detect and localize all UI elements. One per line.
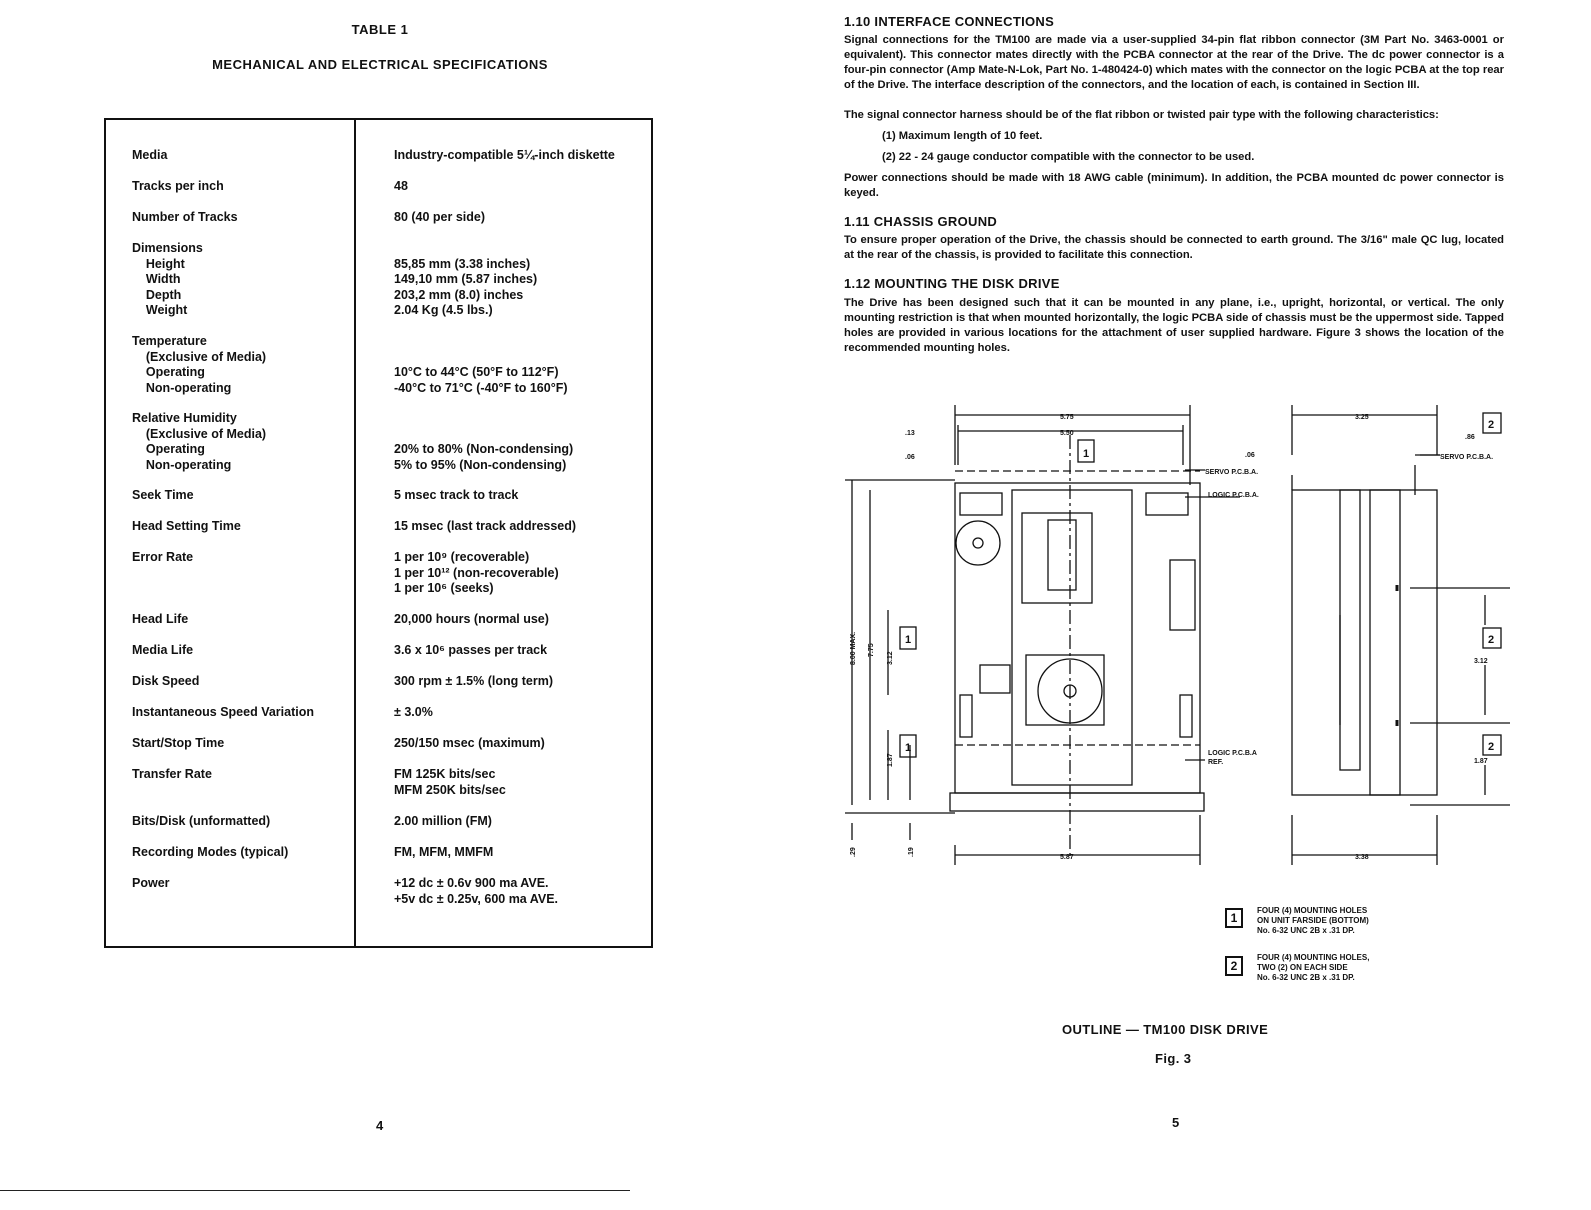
spec-label: Seek Time <box>132 488 194 502</box>
section-1-11-heading: 1.11 CHASSIS GROUND <box>844 214 998 229</box>
note-2-text: FOUR (4) MOUNTING HOLES, TWO (2) ON EACH… <box>1257 953 1370 982</box>
spec-label: Transfer Rate <box>132 767 212 781</box>
spec-value: 250/150 msec (maximum) <box>394 736 545 750</box>
spec-value: FM 125K bits/sec MFM 250K bits/sec <box>394 767 506 797</box>
spec-label: Error Rate <box>132 550 194 564</box>
spec-value: 85,85 mm (3.38 inches) 149,10 mm (5.87 i… <box>394 256 538 318</box>
spec-label: Recording Modes (typical) <box>132 845 289 859</box>
dim-19: .19 <box>908 847 915 857</box>
servo-pcba-label: SERVO P.C.B.A. <box>1205 469 1258 476</box>
spec-label: Disk Speed <box>132 674 200 688</box>
spec-value: 20% to 80% (Non-condensing) 5% to 95% (N… <box>394 442 574 472</box>
spec-label: Temperature (Exclusive of Media) Operati… <box>132 334 267 395</box>
mark-2-top <box>1482 412 1502 434</box>
table-title: TABLE 1 <box>351 22 409 37</box>
section-1-10-paragraph-1: Signal connections for the TM100 are mad… <box>844 34 1504 91</box>
spec-label: Dimensions Height Width Depth Weight <box>132 241 203 317</box>
dim-775: 7.75 <box>868 643 875 657</box>
section-1-10-paragraph-2: The signal connector harness should be o… <box>844 109 1439 121</box>
figure-caption: OUTLINE — TM100 DISK DRIVE <box>1062 1022 1269 1037</box>
mark-2-low <box>1482 734 1502 756</box>
dim-550: 5.50 <box>1060 430 1074 437</box>
page-number-right: 5 <box>1172 1115 1180 1130</box>
mark-1-top-label: 1 <box>1083 448 1089 460</box>
spec-label: Relative Humidity (Exclusive of Media) O… <box>132 411 267 472</box>
spec-value: ± 3.0% <box>394 705 433 719</box>
dim-86: .86 <box>1465 434 1475 441</box>
figure-number: Fig. 3 <box>1155 1051 1192 1066</box>
spec-table <box>104 118 653 948</box>
spec-label: Bits/Disk (unformatted) <box>132 814 271 828</box>
spec-value: 15 msec (last track addressed) <box>394 519 577 533</box>
section-1-12-paragraph: The Drive has been designed such that it… <box>844 297 1504 354</box>
dim-338: 3.38 <box>1355 854 1369 861</box>
mark-2-low-label: 2 <box>1488 741 1494 753</box>
dim-312: 3.12 <box>887 651 894 665</box>
mark-1-top <box>1077 439 1095 463</box>
section-1-10-heading: 1.10 INTERFACE CONNECTIONS <box>844 14 1055 29</box>
dim-325: 3.25 <box>1355 414 1369 421</box>
dim-587: 5.87 <box>1060 854 1074 861</box>
spec-label: Start/Stop Time <box>132 736 225 750</box>
spec-label: Power <box>132 876 170 890</box>
spec-label: Number of Tracks <box>132 210 238 224</box>
spec-value: 5 msec track to track <box>394 488 519 502</box>
spec-label: Head Life <box>132 612 189 626</box>
note-2-marker: 2 <box>1225 956 1243 976</box>
mark-2-top-label: 2 <box>1488 419 1494 431</box>
dim-13: .13 <box>905 430 915 437</box>
section-1-12-heading: 1.12 MOUNTING THE DISK DRIVE <box>844 276 1060 291</box>
dim-575: 5.75 <box>1060 414 1074 421</box>
logic-pcba-label: LOGIC P.C.B.A. <box>1208 492 1259 499</box>
spec-label: Instantaneous Speed Variation <box>132 705 314 719</box>
page-number-left: 4 <box>376 1118 384 1133</box>
spec-value: 10°C to 44°C (50°F to 112°F) -40°C to 71… <box>394 365 568 395</box>
section-1-10-paragraph-3: Power connections should be made with 18… <box>844 172 1504 199</box>
dim-29: .29 <box>850 847 857 857</box>
side-view-outline <box>1291 489 1438 796</box>
spec-value: 48 <box>394 179 408 193</box>
dim-187: 1.87 <box>887 753 894 767</box>
spec-value: 1 per 10⁹ (recoverable) 1 per 10¹² (non-… <box>394 550 559 595</box>
spec-value: 2.00 million (FM) <box>394 814 492 828</box>
mark-1-left-label: 1 <box>905 634 911 646</box>
mark-2-mid-label: 2 <box>1488 634 1494 646</box>
dim-06: .06 <box>905 454 915 461</box>
spec-value: Industry-compatible 5¼-inch diskette <box>394 148 615 162</box>
section-1-11-paragraph: To ensure proper operation of the Drive,… <box>844 234 1504 261</box>
mark-2-mid <box>1482 627 1502 649</box>
front-view-outline <box>954 482 1201 794</box>
mark-1-left <box>899 626 917 650</box>
spec-label: Head Setting Time <box>132 519 241 533</box>
table-subtitle: MECHANICAL AND ELECTRICAL SPECIFICATIONS <box>212 57 548 72</box>
section-1-10-item-2: (2) 22 - 24 gauge conductor compatible w… <box>882 151 1255 163</box>
note-1-marker: 1 <box>1225 908 1243 928</box>
spec-value: 20,000 hours (normal use) <box>394 612 549 626</box>
dim-312-right: 3.12 <box>1474 658 1488 665</box>
dim-06b: .06 <box>1245 452 1255 459</box>
spec-value: 80 (40 per side) <box>394 210 486 224</box>
note-1-text: FOUR (4) MOUNTING HOLES ON UNIT FARSIDE … <box>1257 906 1369 935</box>
servo-pcba-right-label: SERVO P.C.B.A. <box>1440 454 1493 461</box>
bottom-rule <box>0 1190 630 1191</box>
spec-label: Media Life <box>132 643 194 657</box>
spec-table-divider <box>354 118 356 948</box>
mark-1-left-lower-label: 1 <box>905 742 911 754</box>
spec-value: +12 dc ± 0.6v 900 ma AVE. +5v dc ± 0.25v… <box>394 876 559 906</box>
spec-label: Tracks per inch <box>132 179 224 193</box>
section-1-10-item-1: (1) Maximum length of 10 feet. <box>882 130 1043 142</box>
spec-label: Media <box>132 148 168 162</box>
mark-1-left-lower <box>899 734 917 758</box>
disk-drive-outline-diagram: 5.75 5.50 .13 .06 1 1 1 SERVO P.C.B.A. L… <box>845 405 1510 865</box>
spec-value: 300 rpm ± 1.5% (long term) <box>394 674 553 688</box>
spec-value: 3.6 x 10⁶ passes per track <box>394 643 548 657</box>
dim-800-max: 8.00 MAX. <box>850 632 857 665</box>
dim-187-right: 1.87 <box>1474 758 1488 765</box>
spec-value: FM, MFM, MMFM <box>394 845 494 859</box>
